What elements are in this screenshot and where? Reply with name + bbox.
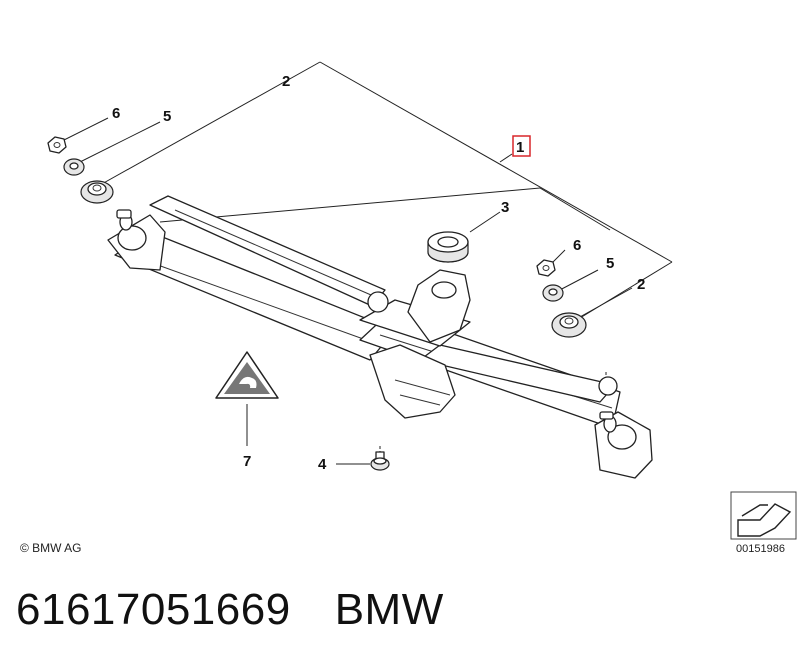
callout-5-left: 5: [163, 108, 171, 125]
callout-2-top: 2: [282, 73, 290, 90]
callout-1-box: [512, 135, 531, 157]
callout-2-right: 2: [637, 276, 645, 293]
callout-3: 3: [501, 199, 509, 216]
wiper-linkage: [107, 195, 653, 479]
callouts: 1 2 2 3 4 5 5 6 6 7: [112, 73, 645, 473]
grommet-3: [427, 231, 469, 263]
callout-6-right: 6: [573, 237, 581, 254]
figure-number: 00151986: [736, 543, 785, 555]
brand-name: BMW: [334, 585, 444, 634]
screw-4: [370, 451, 390, 471]
callout-5-right: 5: [606, 255, 614, 272]
direction-arrow-icon: [730, 491, 797, 540]
part-number: 61617051669: [16, 585, 291, 634]
nut-6-left: [47, 136, 67, 154]
nut-6-right: [536, 259, 556, 277]
leader-lines: [59, 61, 673, 470]
callout-7: 7: [243, 453, 251, 470]
callout-6-left: 6: [112, 105, 120, 122]
washer-5-right: [542, 284, 564, 302]
washer-5-left: [63, 158, 85, 176]
warning-sign-icon: [215, 351, 279, 399]
callout-1: 1: [516, 139, 524, 156]
callout-4: 4: [318, 456, 327, 473]
copyright-text: © BMW AG: [20, 541, 82, 555]
part-caption: 61617051669 BMW: [16, 585, 444, 635]
bushing-2-left: [80, 180, 114, 204]
bushing-2-right: [551, 312, 587, 338]
